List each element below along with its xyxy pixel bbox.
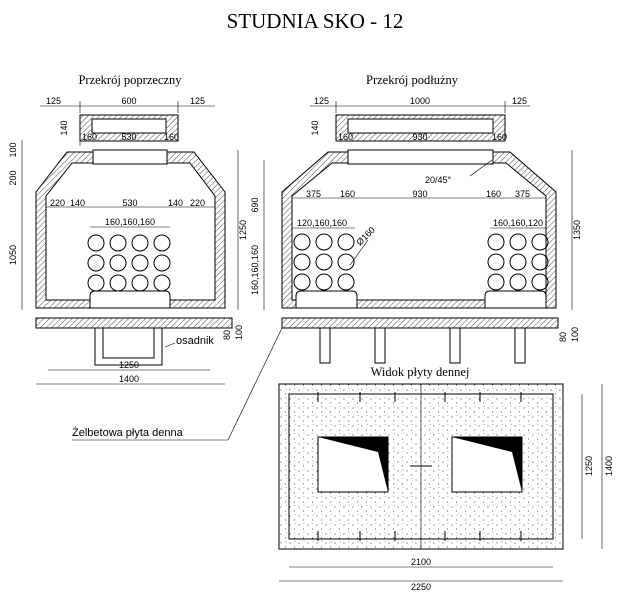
dim-long-lid-r: 160: [492, 132, 507, 142]
dim-long-lid-l: 160: [338, 132, 353, 142]
dim-cross-v1050: 1050: [8, 245, 18, 265]
dim-long-base-100: 100: [570, 327, 580, 342]
osadnik-label: osadnik: [176, 335, 214, 347]
dim-long-row-b: 160: [340, 189, 355, 199]
dim-cross-lid-h: 140: [59, 120, 69, 135]
dim-cross-w1250: 1250: [119, 360, 139, 370]
dim-long-row-e: 375: [515, 189, 530, 199]
drawing-title: STUDNIA SKO - 12: [227, 9, 404, 33]
dim-cross-base-80: 80: [222, 330, 232, 340]
dim-cross-holes: 160,160,160: [105, 217, 155, 227]
dim-cross-top-left: 125: [46, 96, 61, 106]
dim-long-row-a: 375: [306, 189, 321, 199]
dim-plan-h1400: 1400: [604, 456, 614, 476]
cross-hole-grid: [87, 234, 171, 309]
dim-cross-v100: 100: [8, 142, 18, 157]
dim-long-holes-right: 160,160,120: [493, 218, 543, 228]
dim-long-v1350: 1350: [572, 220, 582, 240]
bottom-slab-plan-view: Widok płyty dennej 2100 2250 1250 1400: [278, 365, 614, 592]
dim-long-row-c: 930: [412, 189, 427, 199]
dim-long-top-mid: 1000: [410, 96, 430, 106]
dim-plan-h1250: 1250: [584, 456, 594, 476]
dim-cross-top-mid: 600: [121, 96, 136, 106]
dim-cross-row-c: 530: [122, 198, 137, 208]
dim-cross-v1250: 1250: [238, 220, 248, 240]
plan-opening-left: [317, 436, 389, 493]
plan-rebar-marks: [317, 392, 522, 541]
dim-cross-inner-top: 530: [121, 132, 136, 142]
dim-cross-w1400: 1400: [119, 374, 139, 384]
longitudinal-section-view: Przekrój podłużny 125 1000 125 140 160 9…: [250, 73, 582, 364]
dim-long-inner-top: 930: [412, 132, 427, 142]
dim-long-holes-left: 120,160,160: [297, 218, 347, 228]
plan-view-title: Widok płyty dennej: [371, 365, 470, 379]
dim-cross-base-100: 100: [234, 325, 244, 340]
dim-plan-w2250: 2250: [411, 582, 431, 592]
dim-cross-top-right: 125: [190, 96, 205, 106]
dim-long-top-right: 125: [512, 96, 527, 106]
dim-cross-row-b: 140: [70, 198, 85, 208]
dim-long-top-left: 125: [314, 96, 329, 106]
dim-long-slope: 20/45°: [425, 175, 452, 185]
dim-cross-row-d: 140: [168, 198, 183, 208]
dim-cross-lid-r: 160: [164, 132, 179, 142]
dim-long-vstack: 160,160,160: [250, 245, 260, 295]
dim-long-base-80: 80: [558, 332, 568, 342]
dim-cross-lid-l: 160: [82, 132, 97, 142]
dim-long-row-d: 160: [486, 189, 501, 199]
cross-section-view: Przekrój poprzeczny 125 600 125 140 160 …: [8, 73, 248, 385]
longitudinal-section-title: Przekrój podłużny: [366, 73, 459, 87]
dim-cross-row-e: 220: [190, 198, 205, 208]
reinforced-slab-label: Żelbetowa płyta denna: [72, 426, 184, 439]
dim-plan-w2100: 2100: [411, 557, 431, 567]
dim-long-lid-h: 140: [310, 120, 320, 135]
cross-section-title: Przekrój poprzeczny: [78, 73, 182, 87]
long-hole-grid-right: [487, 233, 549, 291]
dim-long-v690: 690: [250, 197, 260, 212]
long-hole-grid-left: [293, 233, 355, 291]
dim-cross-v200: 200: [8, 170, 18, 185]
dim-cross-row-a: 220: [50, 198, 65, 208]
plan-opening-right: [451, 436, 523, 493]
